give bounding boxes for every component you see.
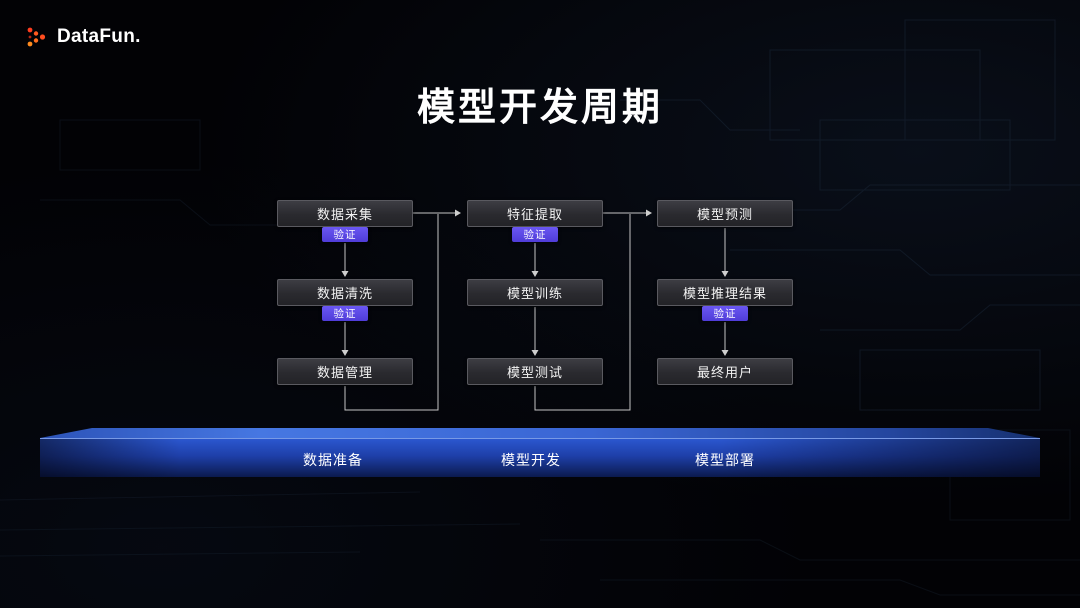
datafun-logo: DataFun. — [26, 26, 141, 48]
flow-node-label: 模型训练 — [506, 286, 563, 301]
datafun-logo-icon — [27, 27, 46, 47]
flow-node-data-cleaning: 数据清洗 — [277, 279, 413, 306]
flow-node-label: 数据清洗 — [316, 286, 373, 301]
validation-badge: 验证 — [512, 227, 558, 242]
datafun-logo-text: DataFun. — [57, 26, 141, 47]
validation-badge: 验证 — [322, 306, 368, 321]
validation-badge: 验证 — [702, 306, 748, 321]
flow-node-label: 数据管理 — [316, 365, 373, 380]
page-title: 模型开发周期 — [416, 87, 663, 129]
flow-node-label: 模型测试 — [506, 365, 563, 380]
flow-node-label: 特征提取 — [506, 207, 563, 222]
flow-node-label: 模型推理结果 — [682, 286, 767, 301]
flow-node-model-training: 模型训练 — [467, 279, 603, 306]
flow-node-label: 数据采集 — [316, 207, 373, 222]
flow-node-model-testing: 模型测试 — [467, 358, 603, 385]
flow-node-label: 模型预测 — [696, 207, 753, 222]
flow-node-model-prediction: 模型预测 — [657, 200, 793, 227]
flow-node-data-collection: 数据采集 — [277, 200, 413, 227]
flow-node-data-management: 数据管理 — [277, 358, 413, 385]
flow-node-end-user: 最终用户 — [657, 358, 793, 385]
flow-node-inference-result: 模型推理结果 — [657, 279, 793, 306]
validation-badge: 验证 — [322, 227, 368, 242]
flow-node-feature-extraction: 特征提取 — [467, 200, 603, 227]
flow-node-label: 最终用户 — [696, 365, 753, 380]
